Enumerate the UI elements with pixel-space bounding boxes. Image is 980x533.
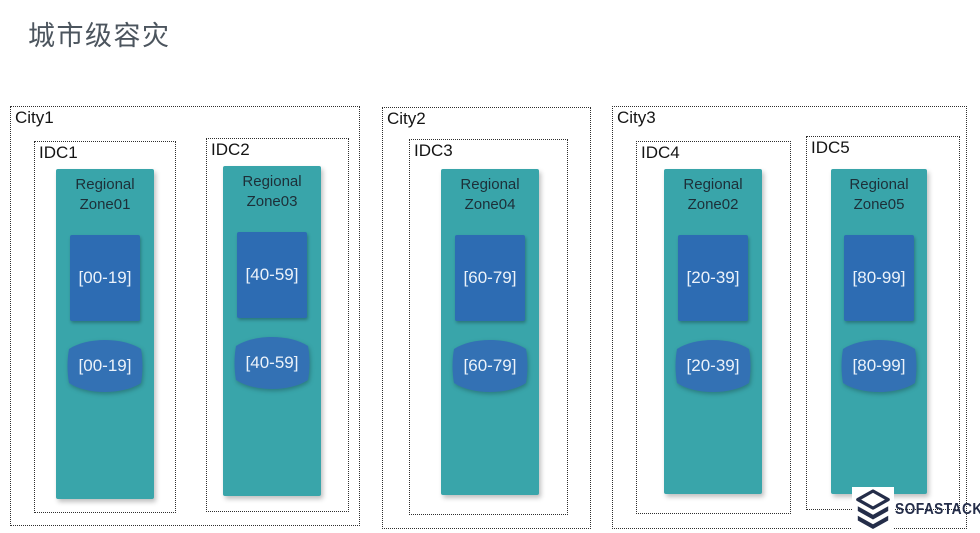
zone-name: Regional Zone02 <box>683 176 743 213</box>
zone-name: Regional Zone03 <box>242 173 302 210</box>
cylinder-shape-icon <box>67 340 143 392</box>
shard-range-label: [60-79] <box>463 268 517 287</box>
shard-range-label: [40-59] <box>245 265 299 284</box>
city-label: City1 <box>15 108 54 127</box>
cylinder-shape-icon <box>234 337 310 389</box>
shard-range-label: [80-99] <box>852 268 906 287</box>
idc-box-idc4: IDC4 Regional Zone02 [20-39] [20-39] <box>636 141 791 514</box>
regional-zone-05: Regional Zone05 [80-99] [80-99] <box>831 169 927 494</box>
shard-range-label: [80-99] <box>852 356 906 375</box>
shard-range-square: [00-19] <box>70 235 140 321</box>
shard-range-square: [40-59] <box>237 232 307 318</box>
shard-range-label: [20-39] <box>686 356 740 375</box>
regional-zone-04: Regional Zone04 [60-79] [60-79] <box>441 169 539 495</box>
regional-zone-01: Regional Zone01 [00-19] [00-19] <box>56 169 154 499</box>
shard-range-square: [80-99] <box>844 235 914 321</box>
cylinder-shape-icon <box>452 340 528 392</box>
city-box-city1: City1 IDC1 Regional Zone01 [00-19] [00-1… <box>10 106 360 526</box>
shard-range-label: [20-39] <box>686 268 740 287</box>
idc-label: IDC5 <box>811 138 850 157</box>
idc-label: IDC1 <box>39 143 78 162</box>
page-title: 城市级容灾 <box>28 21 171 51</box>
cylinder-shape-icon <box>675 340 751 392</box>
idc-box-idc3: IDC3 Regional Zone04 [60-79] [60-79] <box>409 139 568 515</box>
sofastack-stack-icon <box>852 487 894 533</box>
regional-zone-03: Regional Zone03 [40-59] [40-59] <box>223 166 321 496</box>
shard-range-label: [60-79] <box>463 356 517 375</box>
zone-name: Regional Zone05 <box>849 176 909 213</box>
shard-range-cylinder: [40-59] <box>234 332 310 394</box>
sofastack-logo: SOFASTACK <box>852 487 980 533</box>
shard-range-square: [20-39] <box>678 235 748 321</box>
shard-range-label: [40-59] <box>245 353 299 372</box>
cylinder-shape-icon <box>841 340 917 392</box>
city-label: City2 <box>387 109 426 128</box>
idc-box-idc5: IDC5 Regional Zone05 [80-99] [80-99] <box>806 136 960 510</box>
idc-box-idc2: IDC2 Regional Zone03 [40-59] [40-59] <box>206 138 349 512</box>
sofastack-wordmark: SOFASTACK <box>895 501 980 518</box>
shard-range-cylinder: [80-99] <box>841 335 917 397</box>
city-box-city2: City2 IDC3 Regional Zone04 [60-79] [60-7… <box>382 107 591 529</box>
zone-name: Regional Zone01 <box>75 176 135 213</box>
city-box-city3: City3 IDC4 Regional Zone02 [20-39] [20-3… <box>612 106 967 529</box>
idc-label: IDC2 <box>211 140 250 159</box>
shard-range-square: [60-79] <box>455 235 525 321</box>
zone-name: Regional Zone04 <box>460 176 520 213</box>
shard-range-label: [00-19] <box>78 356 132 375</box>
shard-range-cylinder: [20-39] <box>675 335 751 397</box>
shard-range-label: [00-19] <box>78 268 132 287</box>
idc-label: IDC3 <box>414 141 453 160</box>
shard-range-cylinder: [00-19] <box>67 335 143 397</box>
idc-label: IDC4 <box>641 143 680 162</box>
idc-box-idc1: IDC1 Regional Zone01 [00-19] [00-19] <box>34 141 176 513</box>
city-label: City3 <box>617 108 656 127</box>
shard-range-cylinder: [60-79] <box>452 335 528 397</box>
regional-zone-02: Regional Zone02 [20-39] [20-39] <box>664 169 762 494</box>
